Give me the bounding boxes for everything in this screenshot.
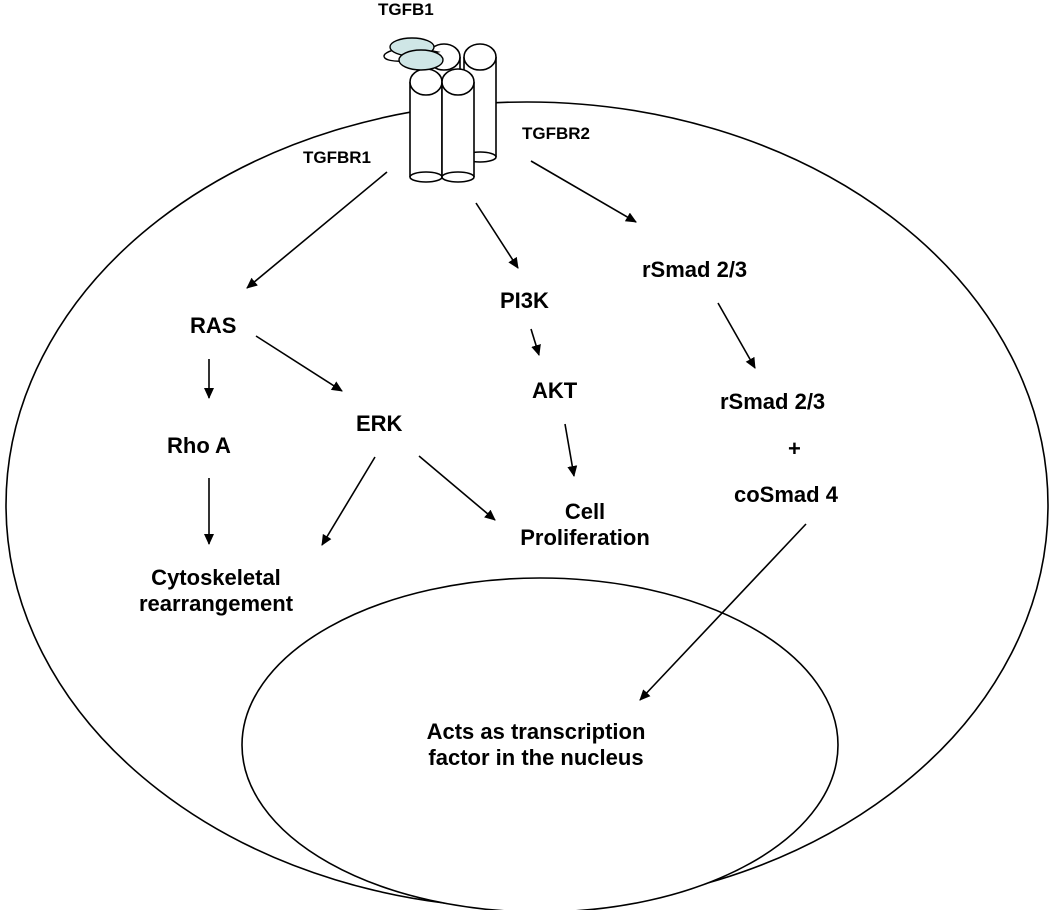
plus-sign: +	[788, 436, 801, 461]
cytoskeletal-label-line2: rearrangement	[138, 591, 294, 617]
rho-a-label: Rho A	[167, 433, 231, 458]
arrow-akt-to-proliferation	[564, 423, 578, 477]
arrow-receptor-to-pi3k	[475, 202, 519, 269]
arrow-rsmad-to-rsmad	[717, 302, 756, 369]
pi3k-label: PI3K	[500, 288, 549, 313]
arrow-tgfbr1-to-ras	[246, 171, 388, 289]
arrow-erk-to-proliferation	[418, 455, 496, 521]
tgfbr2-label: TGFBR2	[522, 124, 590, 143]
akt-label: AKT	[532, 378, 578, 403]
cosmad-label: coSmad 4	[734, 482, 838, 507]
tgfb1-label: TGFB1	[378, 0, 434, 19]
tgfbr1-label: TGFBR1	[303, 148, 371, 167]
nucleus-label-line2: factor in the nucleus	[428, 745, 644, 771]
rsmad-label-2: rSmad 2/3	[720, 389, 826, 414]
nucleus-label-line1: Acts as transcription	[426, 719, 646, 744]
nucleus	[241, 577, 839, 910]
arrows	[204, 160, 807, 701]
cell-proliferation-label-line2: Proliferation	[520, 525, 650, 551]
erk-label: ERK	[356, 411, 403, 436]
cell-proliferation-label: Cell Proliferation	[520, 499, 650, 552]
receptor-complex	[409, 43, 497, 183]
receptor-cylinder-front-right	[441, 68, 475, 183]
arrow-erk-to-cytoskeletal	[321, 456, 376, 546]
arrow-pi3k-to-akt	[530, 328, 541, 356]
cytoskeletal-label: Cytoskeletal rearrangement	[139, 565, 293, 618]
arrow-tgfbr2-to-rsmad	[530, 160, 637, 223]
tgfb1-ligand	[383, 37, 444, 71]
arrow-ras-to-erk	[255, 335, 343, 392]
arrow-cosmad-to-nucleus	[639, 523, 807, 701]
receptor-cylinder-front-left	[409, 68, 443, 183]
nucleus-label: Acts as transcription factor in the nucl…	[427, 719, 646, 772]
cytoskeletal-label-line1: Cytoskeletal	[151, 565, 281, 590]
rsmad-label-1: rSmad 2/3	[642, 257, 748, 282]
ras-label: RAS	[190, 313, 237, 338]
cell-proliferation-label-line1: Cell	[564, 499, 606, 524]
